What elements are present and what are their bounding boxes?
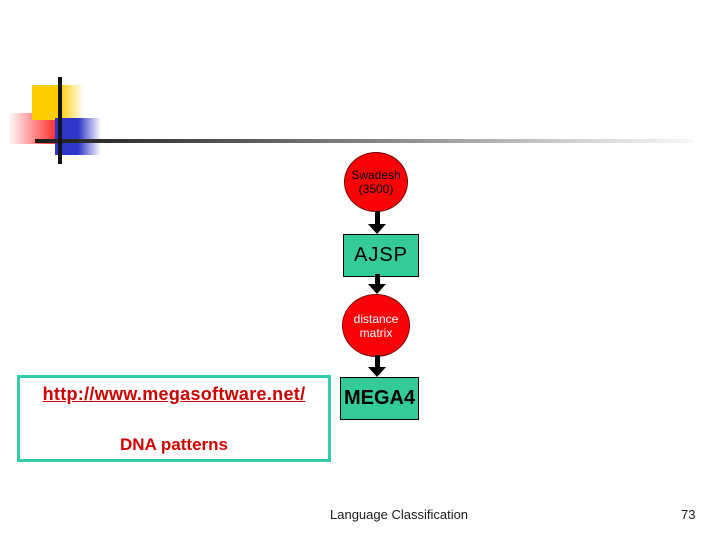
arrow-down-icon	[368, 355, 386, 377]
decor-vertical-rule	[58, 77, 62, 164]
arrow-down-icon	[368, 211, 386, 234]
link-box-caption: DNA patterns	[120, 435, 228, 454]
decor-horizontal-rule	[35, 139, 693, 143]
arrow-head	[368, 284, 386, 294]
node-label: AJSP	[353, 244, 409, 266]
decor-blue-square	[55, 118, 101, 155]
node-label: MEGA4	[343, 387, 416, 409]
node-label: (3500)	[358, 182, 394, 196]
link-box: http://www.megasoftware.net/ DNA pattern…	[17, 375, 331, 462]
flowchart-node-distance-matrix: distance matrix	[342, 294, 410, 357]
arrow-shaft	[374, 355, 380, 367]
node-label: distance	[353, 311, 399, 326]
arrow-down-icon	[368, 274, 386, 294]
arrow-head	[368, 367, 386, 377]
node-label: Swadesh	[351, 168, 401, 182]
footer-page-number: 73	[681, 507, 696, 522]
arrow-shaft	[374, 274, 380, 284]
flowchart-node-swadesh: Swadesh (3500)	[344, 152, 408, 212]
node-label: matrix	[359, 325, 393, 340]
arrow-shaft	[374, 211, 380, 224]
flowchart-node-ajsp: AJSP	[343, 234, 419, 277]
megasoftware-link[interactable]: http://www.megasoftware.net/	[42, 384, 306, 404]
footer-slide-title: Language Classification	[330, 507, 469, 522]
flowchart-node-mega4: MEGA4	[340, 377, 419, 420]
arrow-head	[368, 224, 386, 234]
